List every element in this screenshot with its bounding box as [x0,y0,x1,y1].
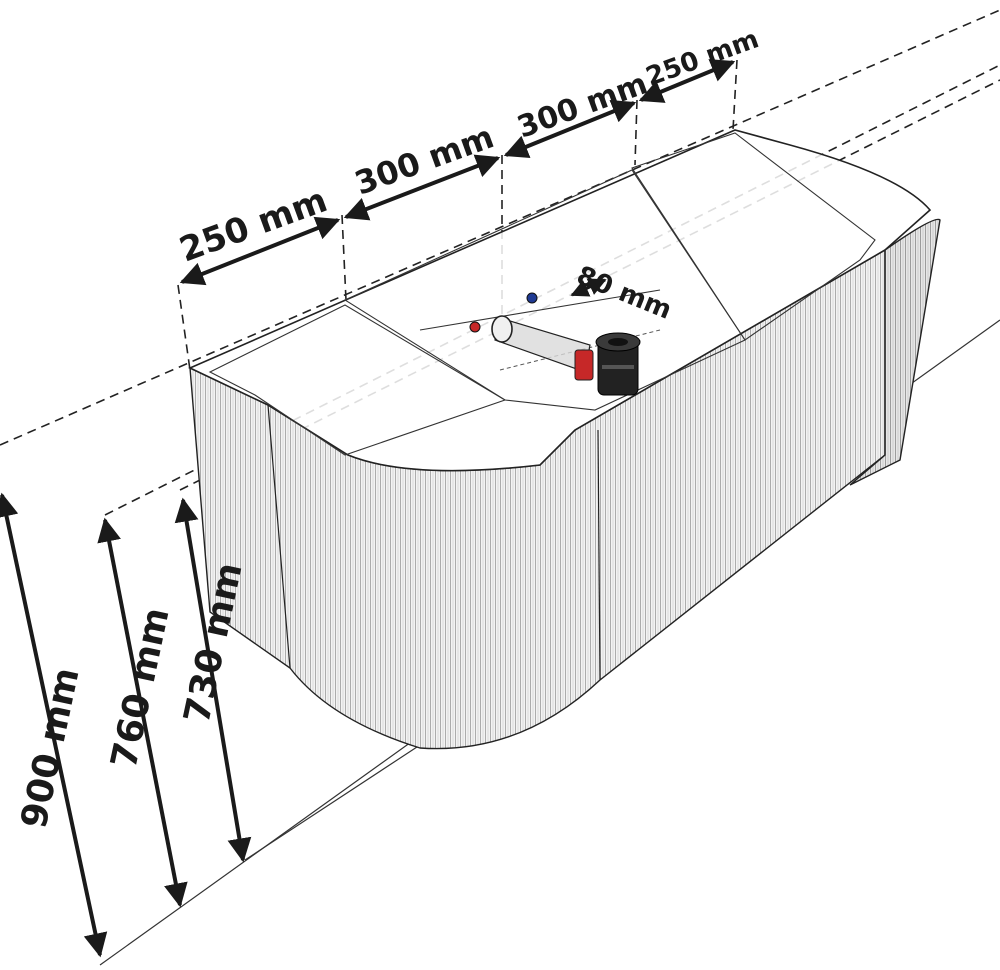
width-guide-2 [341,214,347,301]
inner-back-wall [419,289,661,331]
width-guide-4 [634,99,638,166]
drain-connector [574,349,594,381]
label-middle-height: 760 mm [104,604,178,772]
label-total-height: 900 mm [14,664,88,832]
height-arrow-front [174,497,252,863]
width-guide-5 [732,59,738,131]
compartment-left [208,304,507,456]
overflow-ring [491,315,513,343]
width-dimensions [179,59,736,297]
width-arrow-right-middle [503,100,637,158]
top-rim [188,129,932,472]
width-arrow-left-middle [343,154,501,221]
hot-water-valve [469,321,481,333]
height-arrow-middle [97,517,188,908]
height-dimensions [0,492,252,958]
label-front-height: 730 mm [177,559,251,727]
cold-water-valve [526,292,538,304]
plumbing [469,292,641,396]
floor-line-back [244,744,421,861]
panel-division-2 [597,429,601,681]
label-left-middle-width: 300 mm [350,117,499,202]
drain-trap [595,332,641,396]
right-rounded-end [849,218,941,486]
label-right-end-width: 250 mm [642,24,763,92]
panel-division-1 [267,404,291,669]
height-arrow-total [0,492,108,958]
width-guide-1 [177,284,191,371]
label-left-end-width: 250 mm [174,180,332,270]
width-arrow-right-end [638,59,736,103]
top-back-edge-extension [0,9,1000,446]
compartment-right [631,132,876,341]
bathtub-cabinet [188,129,941,750]
compartment-middle [343,169,746,411]
width-arrow-left-end [179,216,341,286]
drain-offset-arrow [570,278,607,297]
label-right-middle-width: 300 mm [513,66,652,145]
